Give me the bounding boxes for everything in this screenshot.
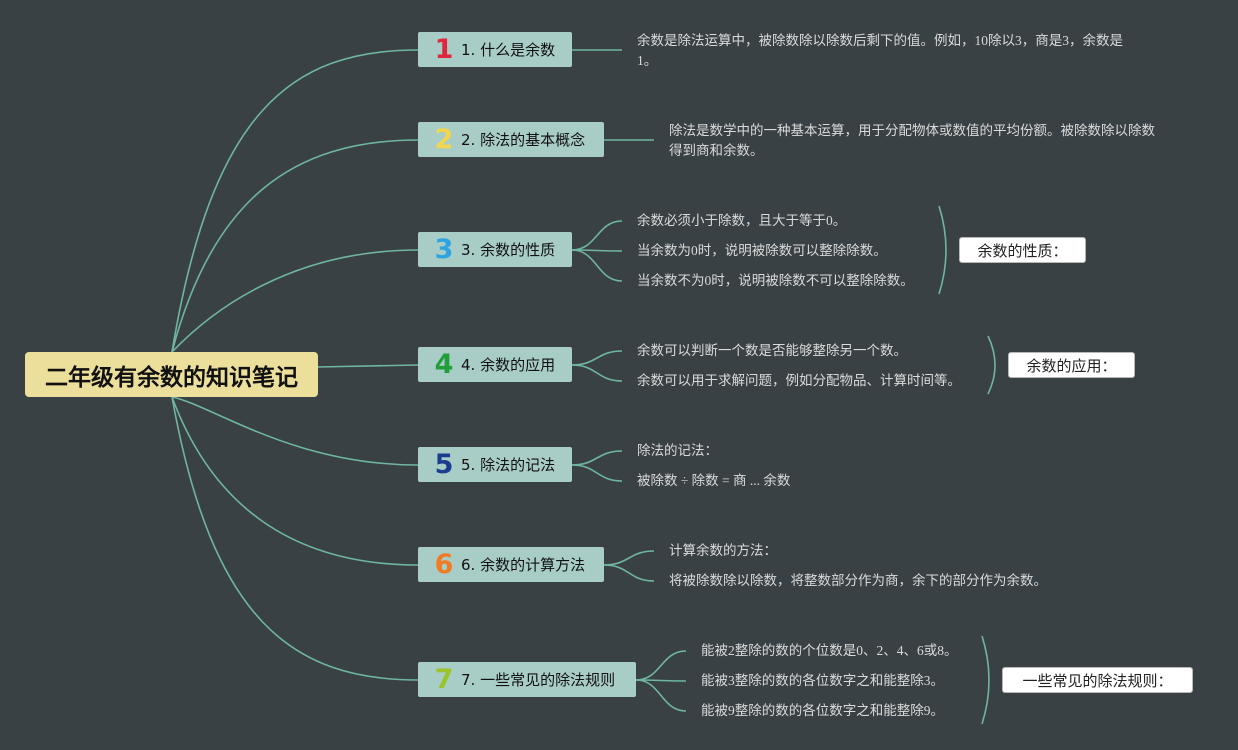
number-3-icon: 3: [434, 234, 454, 265]
branch-7-leaf-1: 能被2整除的数的个位数是0、2、4、6或8。: [701, 643, 958, 658]
branch-3-leaf-1: 余数必须小于除数，且大于等于0。: [637, 213, 847, 228]
connector-branch-6-leaf-1: [603, 550, 655, 566]
connector-root-branch-4: [317, 364, 419, 368]
connector-branch-5-leaf-1: [571, 450, 623, 466]
branch-1-leaf-1: 余数是除法运算中，被除数除以除数后剩下的值。例如，10除以3，商是3，余数是1。: [637, 33, 1123, 68]
branch-5-leaf-1: 除法的记法：: [637, 443, 718, 458]
number-5-icon: 5: [434, 449, 454, 480]
connector-branch-4-leaf-2: [571, 364, 623, 382]
summary-brace-3: [938, 205, 947, 295]
branch-7-leaf-3: 能被9整除的数的各位数字之和能整除9。: [701, 703, 944, 718]
summary-division-rules[interactable]: 一些常见的除法规则：: [1002, 667, 1193, 693]
branch-3-remainder-properties[interactable]: 3 3. 余数的性质: [418, 232, 572, 267]
number-1-icon: 1: [434, 34, 454, 65]
branch-4-label: 4. 余数的应用: [461, 356, 556, 374]
branch-6-calculation-method[interactable]: 6 6. 余数的计算方法: [418, 547, 604, 582]
branch-2-division-concept[interactable]: 2 2. 除法的基本概念: [418, 122, 604, 157]
connector-root-branch-3: [171, 249, 419, 353]
branch-2-leaf-1: 除法是数学中的一种基本运算，用于分配物体或数值的平均份额。被除数除以除数得到商和…: [669, 123, 1155, 158]
branch-1-what-is-remainder[interactable]: 1 1. 什么是余数: [418, 32, 572, 67]
connector-branch-3-leaf-1: [571, 220, 623, 251]
branch-7-leaf-2: 能被3整除的数的各位数字之和能整除3。: [701, 673, 944, 688]
branch-5-label: 5. 除法的记法: [461, 456, 556, 474]
branch-3-label: 3. 余数的性质: [461, 241, 556, 259]
number-6-icon: 6: [434, 549, 454, 580]
summary-3-label: 余数的性质：: [977, 241, 1068, 260]
branch-3-leaf-2: 当余数为0时，说明被除数可以整除除数。: [637, 243, 887, 258]
connector-root-branch-5: [171, 396, 419, 466]
connector-root-branch-2: [171, 139, 419, 353]
branch-3-leaf-3: 当余数不为0时，说明被除数不可以整除除数。: [637, 273, 914, 288]
connector-branch-3-leaf-3: [571, 249, 623, 282]
branch-2-label: 2. 除法的基本概念: [461, 131, 586, 149]
branch-6-label: 6. 余数的计算方法: [461, 556, 586, 574]
branch-5-leaf-2: 被除数 ÷ 除数 = 商 ... 余数: [637, 473, 791, 488]
branch-1-label: 1. 什么是余数: [461, 41, 556, 59]
summary-brace-4: [987, 335, 996, 395]
connector-branch-6-leaf-2: [603, 564, 655, 582]
branch-7-label: 7. 一些常见的除法规则: [461, 671, 616, 689]
connector-root-branch-7: [171, 396, 419, 681]
branch-6-leaf-2: 将被除数除以除数，将整数部分作为商，余下的部分作为余数。: [669, 573, 1047, 588]
branch-4-remainder-applications[interactable]: 4 4. 余数的应用: [418, 347, 572, 382]
summary-remainder-applications[interactable]: 余数的应用：: [1008, 352, 1135, 378]
branch-6-leaf-1: 计算余数的方法：: [669, 543, 777, 558]
connector-branch-7-leaf-3: [635, 679, 687, 712]
connector-root-branch-1: [171, 49, 419, 353]
summary-remainder-properties[interactable]: 余数的性质：: [959, 237, 1086, 263]
connector-branch-4-leaf-1: [571, 350, 623, 366]
branch-7-division-rules[interactable]: 7 7. 一些常见的除法规则: [418, 662, 636, 697]
number-7-icon: 7: [434, 664, 454, 695]
summary-brace-7: [981, 635, 990, 725]
root-title: 二年级有余数的知识笔记: [45, 364, 298, 391]
branch-4-leaf-2: 余数可以用于求解问题，例如分配物品、计算时间等。: [637, 373, 961, 388]
connector-branch-5-leaf-2: [571, 464, 623, 482]
summary-4-label: 余数的应用：: [1026, 356, 1117, 375]
root-topic[interactable]: 二年级有余数的知识笔记: [25, 352, 318, 397]
connector-branch-7-leaf-1: [635, 650, 687, 681]
branch-4-leaf-1: 余数可以判断一个数是否能够整除另一个数。: [637, 343, 907, 358]
summary-7-label: 一些常见的除法规则：: [1022, 671, 1173, 690]
branch-5-division-notation[interactable]: 5 5. 除法的记法: [418, 447, 572, 482]
number-2-icon: 2: [434, 124, 454, 155]
number-4-icon: 4: [434, 349, 454, 380]
connector-root-branch-6: [171, 396, 419, 566]
